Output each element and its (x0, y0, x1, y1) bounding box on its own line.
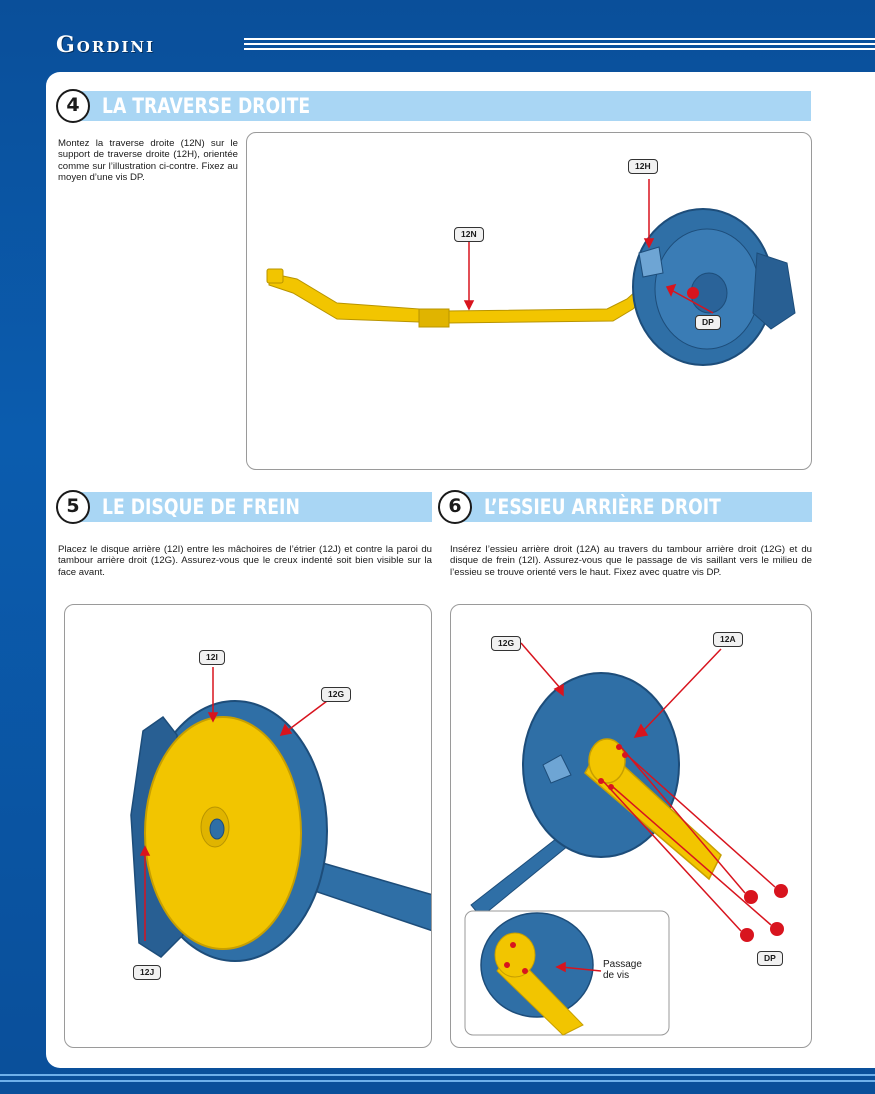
callout-dp: DP (757, 951, 783, 966)
header-rule (244, 38, 875, 58)
step-5-description: Placez le disque arrière (12I) entre les… (58, 544, 432, 578)
callout-12n: 12N (454, 227, 484, 242)
footer-rule (0, 1074, 875, 1088)
callout-12h: 12H (628, 159, 658, 174)
instruction-page: 4 LA TRAVERSE DROITE Montez la traverse … (46, 72, 875, 1068)
step-4-illustration: 12H 12N DP (246, 132, 812, 470)
inset-label-line-1: Passage (603, 959, 642, 970)
step-6-illustration: 12G 12A DP Passage de vis (450, 604, 812, 1048)
step-4-description: Montez la traverse droite (12N) sur le s… (58, 138, 238, 184)
step-title: LA TRAVERSE DROITE (102, 94, 311, 118)
page-header: Gordini (0, 0, 875, 70)
step-4-header: 4 LA TRAVERSE DROITE (56, 89, 811, 123)
rear-axle-drawing (464, 642, 788, 1036)
inset-label: Passage de vis (603, 959, 642, 981)
callout-12g: 12G (321, 687, 352, 702)
crossmember-drawing (266, 179, 796, 366)
step-header-bar (456, 492, 812, 522)
inset-label-line-2: de vis (603, 970, 630, 981)
callout-12i: 12I (199, 650, 225, 665)
step-6-description: Insérez l’essieu arrière droit (12A) au … (450, 544, 812, 578)
step-number-badge: 5 (56, 490, 90, 524)
step-number-badge: 6 (438, 490, 472, 524)
callout-12a: 12A (713, 632, 743, 647)
step-title: LE DISQUE DE FREIN (102, 495, 300, 519)
step-header-bar (74, 91, 811, 121)
step-5-illustration: 12I 12G 12J (64, 604, 432, 1048)
callout-12j: 12J (133, 965, 162, 980)
brand-logo: Gordini (56, 32, 156, 58)
step-header-bar (74, 492, 432, 522)
brake-disc-drawing (130, 667, 431, 962)
step-6-header: 6 L’ESSIEU ARRIÈRE DROIT (438, 490, 812, 524)
step-number-badge: 4 (56, 89, 90, 123)
callout-12g: 12G (491, 636, 522, 651)
step-5-header: 5 LE DISQUE DE FREIN (56, 490, 432, 524)
callout-dp: DP (695, 315, 721, 330)
step-title: L’ESSIEU ARRIÈRE DROIT (484, 495, 721, 519)
